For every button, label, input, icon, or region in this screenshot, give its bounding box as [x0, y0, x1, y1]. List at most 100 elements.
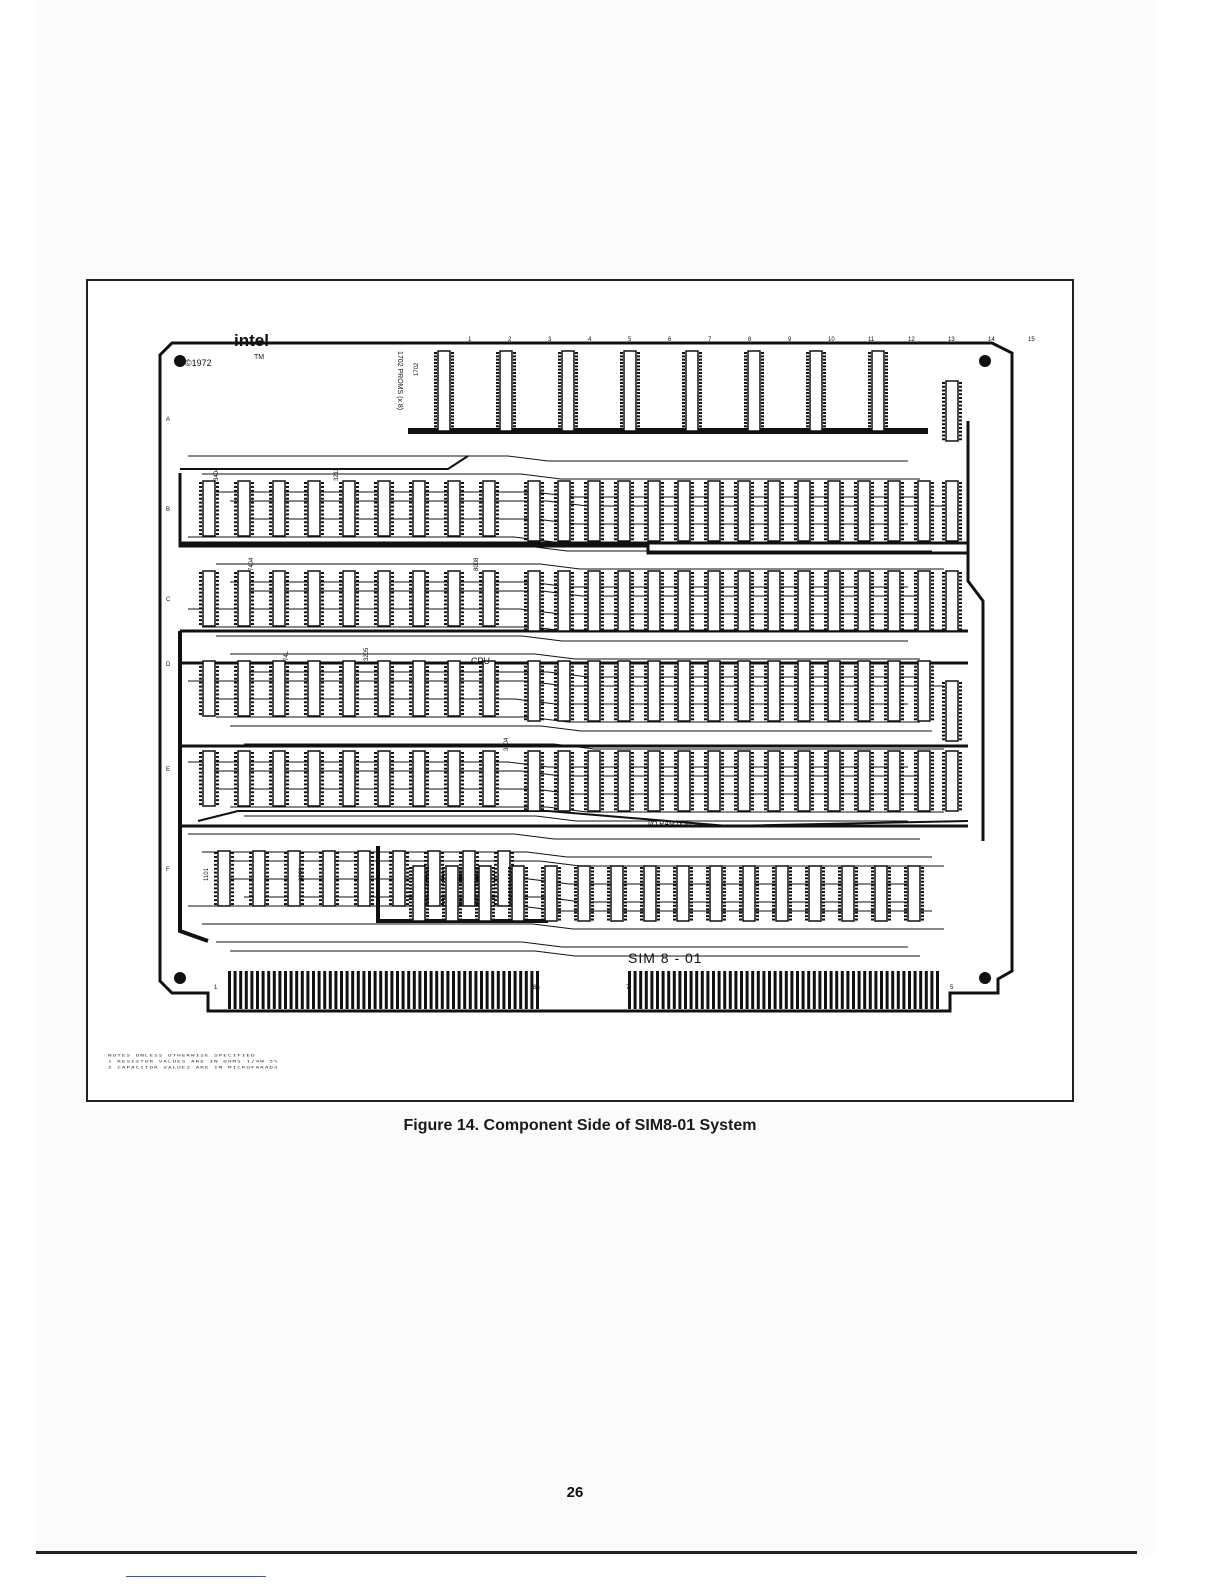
chip-pin — [475, 901, 478, 904]
chip-pin — [409, 509, 412, 512]
chip-pin — [584, 688, 587, 691]
chip-pin — [734, 527, 737, 529]
chip-pin — [234, 771, 237, 774]
chip-pin — [339, 521, 342, 524]
chip-pin — [781, 774, 784, 777]
chip-pin — [304, 709, 307, 712]
chip-pin — [914, 500, 917, 503]
chip-pin — [739, 891, 742, 894]
chip-pin — [620, 418, 623, 421]
chip-pin — [374, 697, 377, 700]
chip-pin — [601, 624, 604, 627]
chip-pin — [339, 795, 342, 798]
chip-pin — [959, 519, 962, 522]
chip-pin — [601, 489, 604, 492]
chip-pin — [391, 575, 394, 578]
chip-pin — [601, 752, 604, 754]
chip-pin — [541, 512, 544, 514]
chip-pin — [614, 497, 617, 499]
chip-pin — [854, 785, 857, 788]
chip-pin — [781, 493, 784, 496]
chip-pin — [704, 673, 707, 676]
chip-pin — [571, 695, 574, 698]
chip-pin — [704, 695, 707, 698]
chip-pin — [734, 804, 737, 807]
chip-pin — [885, 398, 888, 401]
connector-finger — [846, 971, 850, 1009]
chip-pin — [426, 501, 429, 504]
chip-pin — [631, 680, 634, 683]
chip-pin — [269, 665, 272, 668]
chip-pin — [524, 620, 527, 623]
chip-pin — [739, 867, 742, 869]
chip-pin — [764, 493, 767, 496]
chip-pin — [434, 372, 437, 374]
chip-pin — [304, 697, 307, 700]
chip-pin — [558, 901, 561, 904]
chip-pin — [584, 515, 587, 518]
chip-pin — [781, 508, 784, 511]
chip-pin — [451, 388, 454, 391]
chip-pin — [704, 489, 707, 492]
chip-pin — [492, 867, 495, 869]
chip-pin — [854, 609, 857, 612]
chip-pin — [496, 392, 499, 394]
chip-pin — [496, 693, 499, 696]
chip-pin — [591, 873, 594, 876]
chip-pin — [764, 688, 767, 691]
chip-pin — [319, 875, 322, 878]
chip-pin — [371, 863, 374, 866]
chip-pin — [234, 607, 237, 610]
prom-chip — [499, 350, 513, 432]
prom-chip — [561, 350, 575, 432]
chip-pin — [301, 895, 304, 898]
chip-pin — [734, 763, 737, 766]
chip-pin — [321, 689, 324, 692]
chip-pin — [959, 789, 962, 792]
chip-pin — [426, 513, 429, 516]
chip-pin — [614, 594, 617, 597]
chip-pin — [841, 793, 844, 796]
chip-pin — [558, 392, 561, 394]
chip-pin — [269, 662, 272, 664]
chip-pin — [426, 884, 429, 887]
chip-pin — [871, 755, 874, 758]
connector-finger — [874, 971, 878, 1009]
chip-pin — [461, 623, 464, 626]
chip-pin — [854, 680, 857, 683]
chip-pin — [822, 904, 825, 907]
chip-pin — [444, 579, 447, 582]
chip-pin — [699, 402, 702, 404]
chip-pin — [631, 684, 634, 687]
chip-pin — [406, 871, 409, 874]
chip-pin — [824, 695, 827, 698]
chip-pin — [751, 572, 754, 574]
chip-pin — [494, 887, 497, 890]
chip-pin — [631, 710, 634, 713]
chip-pin — [199, 501, 202, 504]
chip-pin — [674, 579, 677, 582]
chip-pin — [772, 915, 775, 918]
chip-pin — [214, 859, 217, 862]
chip-pin — [824, 785, 827, 788]
chip-pin — [234, 575, 237, 578]
chip-pin — [871, 530, 874, 533]
chip-pin — [524, 688, 527, 691]
chip-pin — [901, 793, 904, 796]
chip-pin — [744, 372, 747, 374]
chip-pin — [914, 493, 917, 496]
chip-pin — [841, 527, 844, 529]
chip-pin — [888, 884, 891, 887]
chip-pin — [624, 918, 627, 921]
chip-pin — [601, 493, 604, 496]
chip-pin — [199, 697, 202, 700]
chip-pin — [811, 688, 814, 691]
chip-pin — [841, 774, 844, 777]
chip-pin — [496, 385, 499, 388]
chip-pin — [699, 378, 702, 381]
chip-pin — [751, 493, 754, 496]
ram-chip — [707, 660, 721, 722]
chip-pin — [406, 883, 409, 886]
chip-pin — [554, 808, 557, 811]
chip-pin — [284, 871, 287, 874]
